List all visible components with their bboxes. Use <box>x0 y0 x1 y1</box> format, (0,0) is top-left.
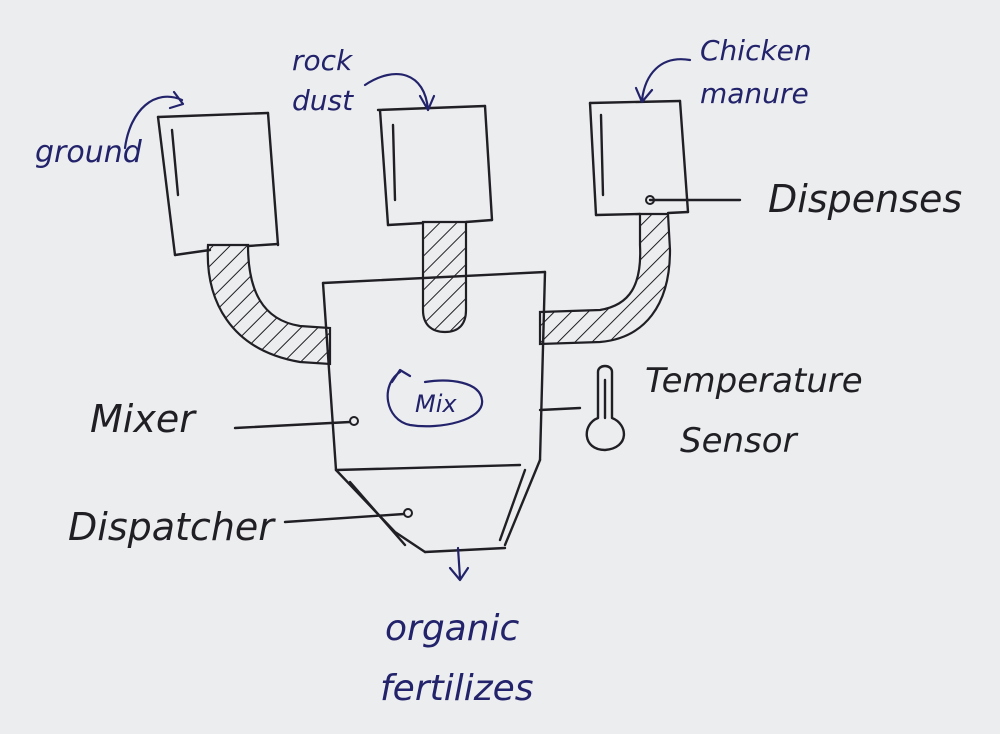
pipe-ground <box>206 243 332 366</box>
dispensers-point <box>645 195 655 205</box>
label-manure: manure <box>700 77 809 110</box>
dispenser-ground <box>156 111 280 257</box>
label-temperature: Temperature <box>645 361 863 401</box>
dispatcher-funnel <box>334 458 542 554</box>
output-arrow <box>448 546 470 582</box>
dispatcher-point <box>403 508 413 518</box>
label-mixer: Mixer <box>90 397 197 441</box>
arrow-ground <box>123 90 185 150</box>
arrow-chicken-manure <box>634 58 692 104</box>
label-dust: dust <box>292 84 354 117</box>
mixer-point <box>349 416 359 426</box>
label-ground: ground <box>35 135 143 170</box>
label-sensor: Sensor <box>680 421 799 461</box>
label-fertilizes: fertilizes <box>380 668 534 709</box>
label-organic: organic <box>385 608 520 649</box>
leader-mixer <box>233 420 352 430</box>
thermometer-icon <box>585 364 626 452</box>
leader-dispatcher <box>283 512 406 524</box>
arrow-rock-dust <box>363 72 436 112</box>
label-chicken: Chicken <box>700 34 812 67</box>
mixer-tank <box>321 270 547 472</box>
pipe-chicken-manure <box>538 212 672 346</box>
leader-temperature <box>538 406 582 412</box>
label-dispatcher: Dispatcher <box>68 505 276 549</box>
label-dispensers: Dispenses <box>768 177 962 221</box>
dispenser-chicken-manure <box>588 99 690 217</box>
label-rock: rock <box>292 44 354 77</box>
mix-indicator <box>386 368 484 428</box>
dispenser-rock-dust <box>376 104 494 227</box>
label-mix: Mix <box>415 390 457 418</box>
